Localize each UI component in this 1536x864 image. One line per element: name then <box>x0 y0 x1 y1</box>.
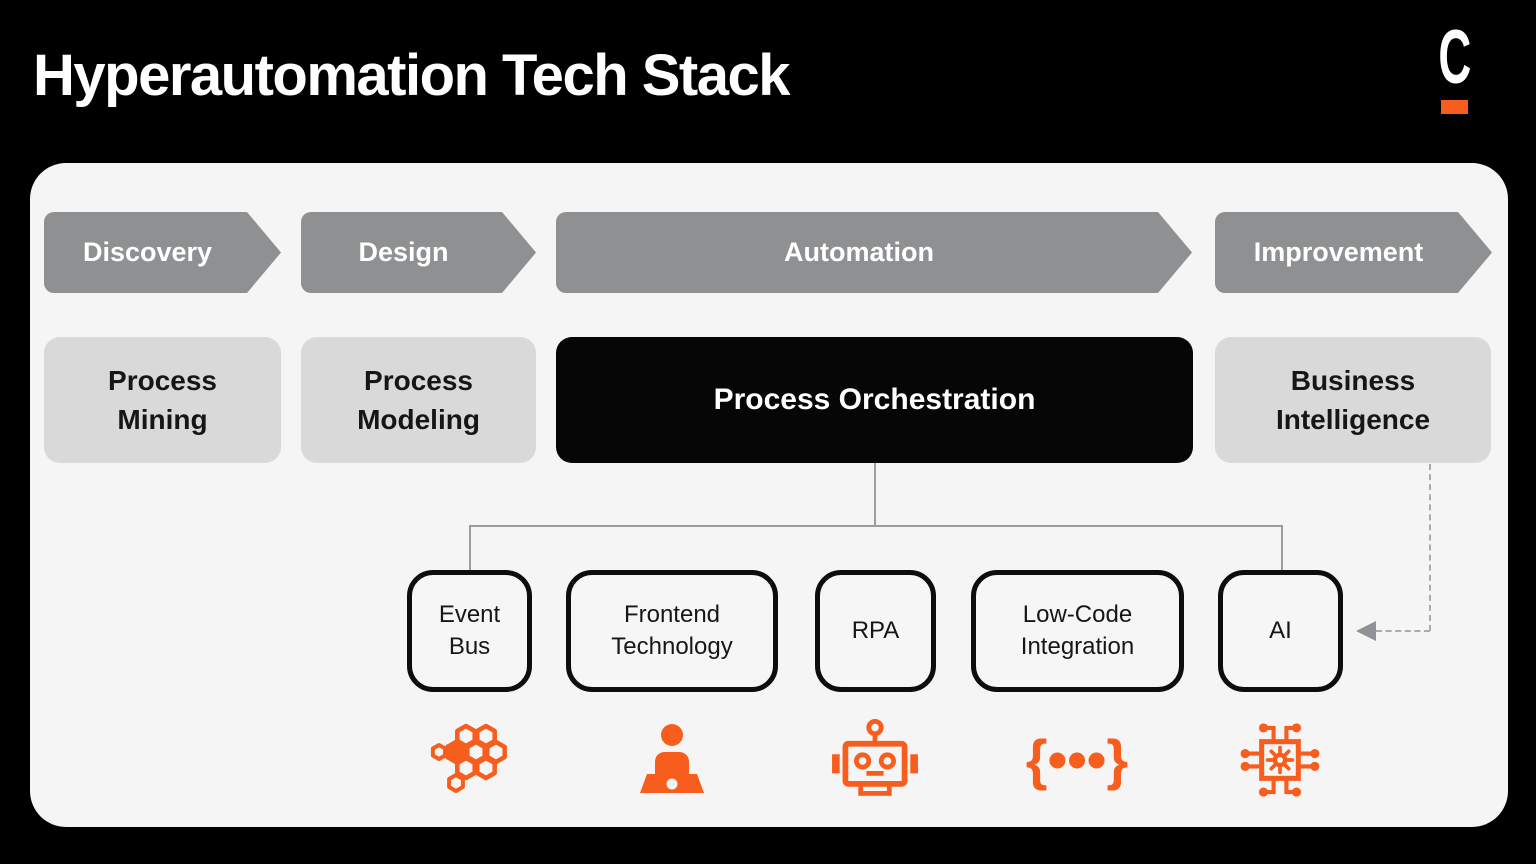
logo-bar <box>1440 100 1468 114</box>
component-box-event-bus: Event Bus <box>407 570 532 692</box>
connector-drop-right <box>1281 525 1283 571</box>
stage-arrow-automation: Automation <box>556 212 1192 293</box>
connector-stem <box>874 463 876 526</box>
person-laptop-icon <box>612 714 732 806</box>
stage-label: Automation <box>784 237 934 267</box>
layer-box-process-modeling: Process Modeling <box>301 337 536 463</box>
honeycomb-icon <box>409 714 529 806</box>
component-box-frontend-technology: Frontend Technology <box>566 570 778 692</box>
chip-gear-icon <box>1220 714 1340 806</box>
component-box-ai: AI <box>1218 570 1343 692</box>
component-box-rpa: RPA <box>815 570 936 692</box>
feedback-dashed-line-vertical <box>1429 464 1431 631</box>
feedback-arrowhead-icon <box>1356 621 1376 641</box>
connector-drop-left <box>469 525 471 571</box>
layer-box-business-intelligence: Business Intelligence <box>1215 337 1491 463</box>
stage-label: Improvement <box>1253 237 1424 267</box>
logo-letter: C <box>1438 15 1472 100</box>
connector-rail <box>469 525 1283 527</box>
stage-label: Discovery <box>82 237 213 267</box>
robot-icon <box>815 714 935 806</box>
stage-arrow-improvement: Improvement <box>1215 212 1492 293</box>
stage-arrow-design: Design <box>301 212 536 293</box>
feedback-dashed-line-horizontal <box>1376 630 1430 632</box>
code-braces-icon: {•••} <box>1017 714 1137 806</box>
brand-logo: C <box>1428 18 1480 114</box>
layer-box-process-orchestration: Process Orchestration <box>556 337 1193 463</box>
code-braces-glyph: {•••} <box>1025 728 1129 791</box>
stage-arrow-discovery: Discovery <box>44 212 281 293</box>
page-title: Hyperautomation Tech Stack <box>33 43 791 108</box>
component-box-low-code-integration: Low-Code Integration <box>971 570 1184 692</box>
stage-label: Design <box>358 237 449 267</box>
layer-box-process-mining: Process Mining <box>44 337 281 463</box>
